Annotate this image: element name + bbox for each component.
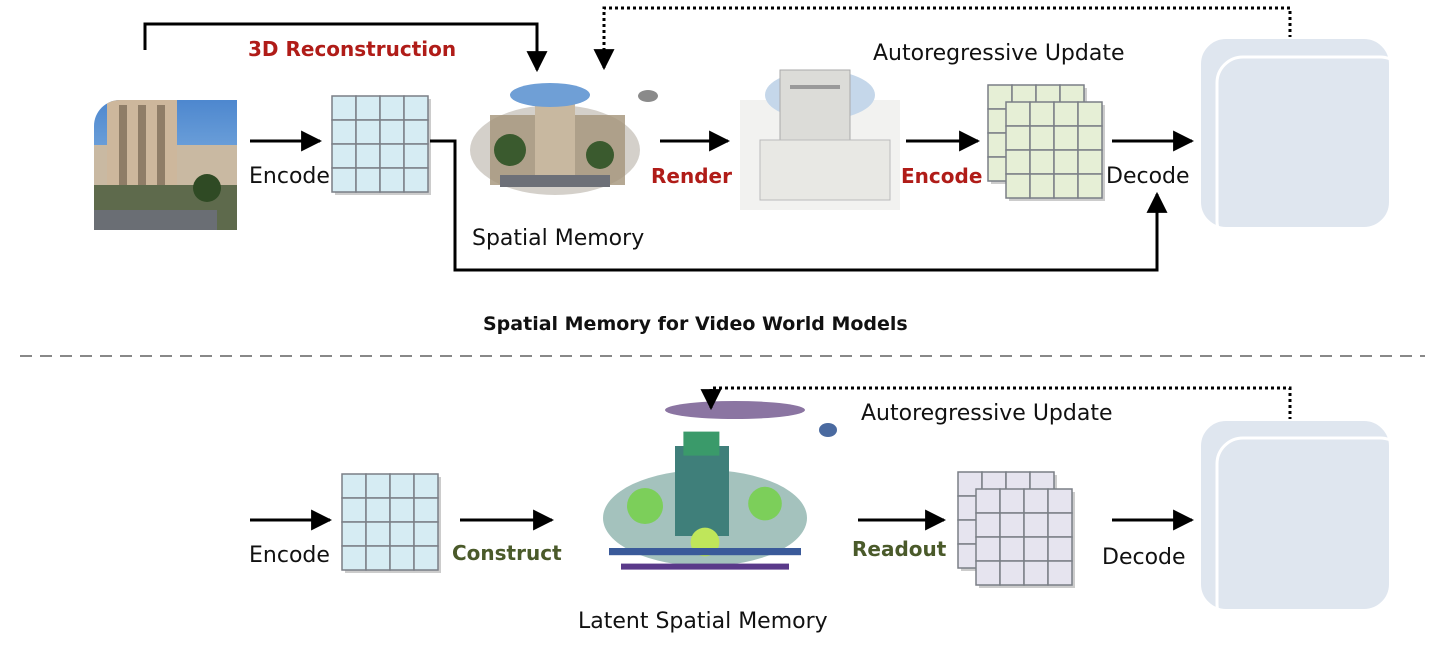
grid-cell [1005,101,1031,127]
grid-cell [975,512,1001,538]
top-memory-label: Spatial Memory [472,226,644,251]
grid-cell [365,473,391,499]
grid-cell [331,95,357,121]
recon-arrow [143,22,548,73]
section-caption: Spatial Memory for Video World Models [483,313,908,335]
top-input-frame [47,50,237,230]
bottom-output-frames [1199,419,1408,632]
grid-cell [403,143,429,169]
grid-cell [355,95,381,121]
bottom-memory-label: Latent Spatial Memory [578,609,828,634]
grid-cell [379,167,405,193]
grid-cell [1077,125,1103,151]
grid-cell [413,497,439,523]
grid-cell [1005,125,1031,151]
grid-cell [379,143,405,169]
grid-cell [389,521,415,547]
grid-cell [1005,149,1031,175]
top-encode-label: Encode [249,164,330,189]
grid-layer-front [1005,101,1105,201]
grid-cell [1023,560,1049,586]
bottom-autoreg-label: Autoregressive Update [861,401,1113,426]
grid-cell [355,119,381,145]
grid-layer-front [975,488,1075,588]
grid-cell [403,119,429,145]
bottom-latent-grid [341,473,441,573]
grid-cell [389,497,415,523]
top-autoreg-arrow [593,6,1292,71]
spatial-memory-image [470,83,658,195]
grid-cell [1029,125,1055,151]
grid-cell [1029,173,1055,199]
grid-cell [1053,125,1079,151]
top-output-frames [1199,37,1408,249]
grid-cell [999,512,1025,538]
grid-cell [1047,560,1073,586]
construct-label: Construct [452,541,562,565]
grid-cell [1077,173,1103,199]
grid-cell [389,545,415,571]
bottom-readout-grids [957,471,1075,588]
grid-cell [999,488,1025,514]
grid-layer [341,473,441,573]
grid-cell [1053,149,1079,175]
grid-cell [999,536,1025,562]
grid-cell [999,560,1025,586]
grid-cell [1023,536,1049,562]
grid-cell [975,536,1001,562]
grid-cell [341,545,367,571]
bottom-encode-label: Encode [249,543,330,568]
grid-cell [1053,173,1079,199]
top-latent-grid [331,95,431,195]
bottom-autoreg-arrow [700,386,1292,420]
grid-cell [413,545,439,571]
grid-cell [1029,149,1055,175]
grid-cell [341,497,367,523]
grid-cell [331,143,357,169]
latent-memory-image [603,401,837,570]
top-encoded-grids [987,84,1105,201]
grid-cell [1047,488,1073,514]
render-label: Render [651,164,732,188]
grid-cell [341,521,367,547]
grid-cell [389,473,415,499]
grid-cell [1029,101,1055,127]
grid-cell [403,95,429,121]
grid-cell [1005,173,1031,199]
bottom-decode-label: Decode [1102,545,1186,570]
top-decode-label: Decode [1106,164,1190,189]
grid-cell [355,143,381,169]
grid-cell [1077,149,1103,175]
bottom-input-frame [47,425,237,605]
grid-cell [331,119,357,145]
grid-cell [1077,101,1103,127]
grid-cell [403,167,429,193]
grid-cell [379,119,405,145]
top-encode2-label: Encode [901,164,982,188]
recon-label: 3D Reconstruction [248,37,456,61]
grid-cell [341,473,367,499]
grid-cell [1047,536,1073,562]
grid-cell [365,521,391,547]
rendered-view-image [740,69,900,210]
grid-layer [331,95,431,195]
grid-cell [365,497,391,523]
skip-connection-arrow [430,139,1168,272]
top-autoreg-label: Autoregressive Update [873,41,1125,66]
grid-cell [355,167,381,193]
grid-cell [379,95,405,121]
grid-cell [1023,488,1049,514]
grid-cell [331,167,357,193]
grid-cell [365,545,391,571]
grid-cell [1023,512,1049,538]
grid-cell [413,521,439,547]
grid-cell [975,488,1001,514]
grid-cell [1047,512,1073,538]
grid-cell [975,560,1001,586]
readout-label: Readout [852,537,947,561]
grid-cell [1053,101,1079,127]
grid-cell [413,473,439,499]
